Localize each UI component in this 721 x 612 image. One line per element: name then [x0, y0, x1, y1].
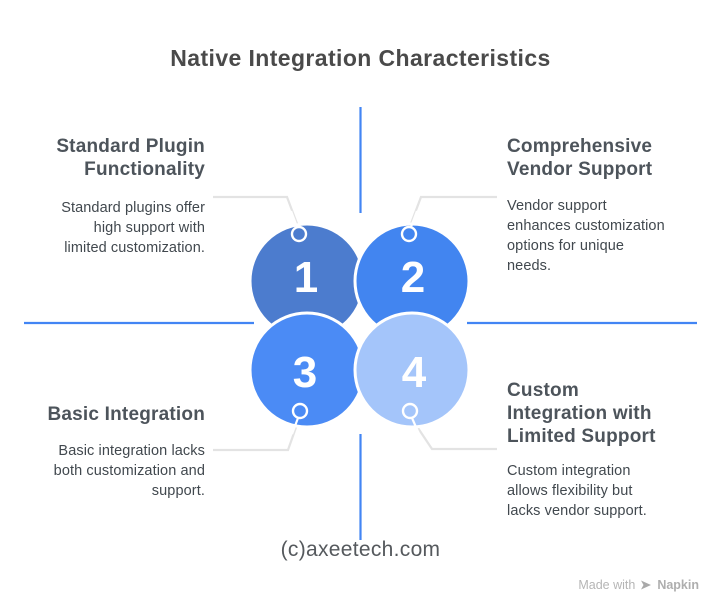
- page-title: Native Integration Characteristics: [170, 45, 551, 71]
- ring-circle1: [290, 225, 308, 243]
- napkin-logo-icon: [640, 579, 652, 591]
- connector-circle1: [213, 195, 301, 230]
- heading-comprehensive-vendor-support: Comprehensive Vendor Support: [507, 136, 653, 180]
- body-custom-integration-limited-support: Custom integration allows flexibility bu…: [507, 463, 647, 519]
- body-comprehensive-vendor-support: Vendor support enhances customization op…: [507, 198, 665, 274]
- made-with-label: Made with: [578, 578, 636, 592]
- stub-circle1: [289, 210, 299, 228]
- circle-2-number: 2: [401, 253, 425, 302]
- connector-stubs: [289, 210, 421, 435]
- stub-circle3: [290, 417, 300, 435]
- heading-basic-integration: Basic Integration: [47, 404, 205, 425]
- ring-circle4: [401, 402, 419, 420]
- axis-lines: [24, 107, 697, 540]
- anchor-rings: [290, 225, 419, 420]
- made-with-napkin-badge[interactable]: Made with Napkin: [578, 578, 699, 592]
- venn-circles: [248, 222, 471, 429]
- connector-lines: [213, 195, 497, 452]
- napkin-brand-label: Napkin: [657, 578, 699, 592]
- stub-circle2: [409, 210, 419, 228]
- circle-1-number: 1: [294, 253, 318, 302]
- heading-custom-integration-limited-support: Custom Integration with Limited Support: [507, 380, 656, 447]
- body-standard-plugin-functionality: Standard plugins offer high support with…: [61, 200, 205, 256]
- circle-4: [353, 311, 471, 429]
- watermark-axeetech: (c)axeetech.com: [280, 538, 441, 561]
- body-basic-integration: Basic integration lacks both customizati…: [53, 443, 205, 499]
- circle-4-number: 4: [402, 348, 427, 397]
- ring-circle3: [291, 402, 309, 420]
- heading-standard-plugin-functionality: Standard Plugin Functionality: [56, 136, 205, 180]
- circle-3-number: 3: [293, 348, 317, 397]
- stub-circle4: [410, 417, 421, 435]
- circle-numbers: 1 2 3 4: [293, 253, 427, 397]
- connector-circle2: [407, 195, 497, 230]
- ring-circle2: [400, 225, 418, 243]
